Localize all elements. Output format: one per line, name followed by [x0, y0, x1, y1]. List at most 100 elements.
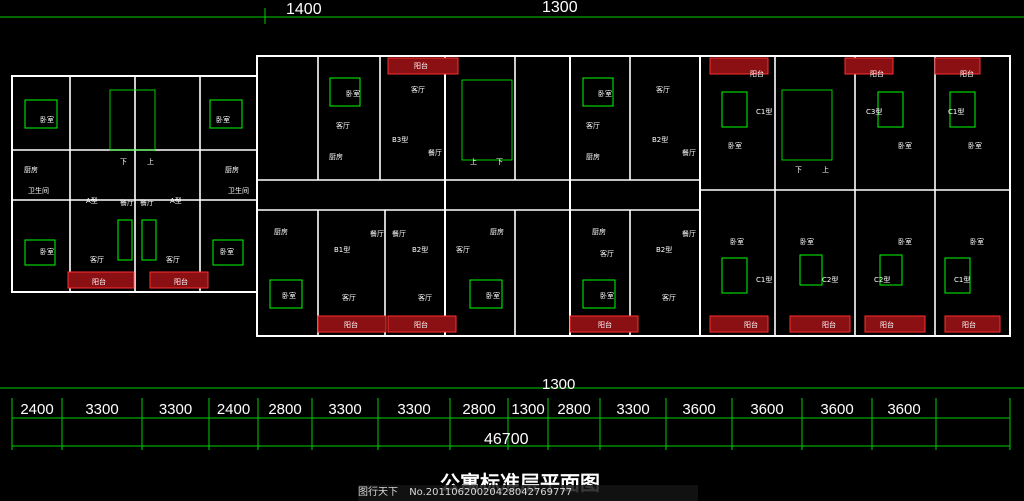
unit-type-label: B3型: [392, 135, 408, 144]
top-dim-1: 1400: [286, 1, 322, 18]
room-label: 卧室: [898, 237, 912, 246]
room-label: 餐厅: [120, 198, 134, 207]
unit-type-label: C2型: [874, 275, 890, 284]
room-label: 卧室: [346, 89, 360, 98]
dimension-label: 3300: [397, 401, 430, 418]
unit-type-label: B2型: [652, 135, 668, 144]
dimension-label: 2400: [20, 401, 53, 418]
watermark-id: No.20110620020428042769777: [409, 487, 573, 498]
dimension-label: 3600: [887, 401, 920, 418]
unit-type-label: A型: [86, 196, 98, 205]
room-label: 阳台: [880, 320, 894, 329]
room-label: 阳台: [414, 61, 428, 70]
watermark-site: 图行天下: [358, 487, 398, 498]
stair-label: 上: [147, 157, 154, 166]
room-label: 阳台: [962, 320, 976, 329]
room-label: 厨房: [592, 227, 606, 236]
room-label: 客厅: [586, 121, 600, 130]
room-label: 餐厅: [392, 229, 406, 238]
bottom-dim-labels: 2400 3300 3300 2400 2800 3300 3300 2800 1300 2800…: [20, 401, 920, 418]
room-label: 卧室: [600, 291, 614, 300]
unit-type-label: C1型: [948, 107, 964, 116]
middle-dim: 1300: [542, 376, 575, 393]
room-label: 客厅: [418, 293, 432, 302]
room-label: 餐厅: [140, 198, 154, 207]
room-label: 卧室: [968, 141, 982, 150]
room-label: 卧室: [282, 291, 296, 300]
top-dim-2: 1300: [542, 0, 578, 16]
room-label: 阳台: [92, 277, 106, 286]
room-label: 卧室: [598, 89, 612, 98]
dimension-label: 3600: [750, 401, 783, 418]
unit-type-label: A型: [170, 196, 182, 205]
dimension-label: 3300: [159, 401, 192, 418]
room-label: 卧室: [728, 141, 742, 150]
room-label: 阳台: [414, 320, 428, 329]
room-label: 阳台: [174, 277, 188, 286]
unit-type-label: C1型: [756, 107, 772, 116]
room-label: 卧室: [970, 237, 984, 246]
dimension-label: 3600: [682, 401, 715, 418]
room-label: 餐厅: [428, 148, 442, 157]
room-label: 阳台: [750, 69, 764, 78]
stair-label: 上: [470, 157, 477, 166]
bottom-dimension-lines: [0, 387, 1024, 450]
unit-type-label: C2型: [822, 275, 838, 284]
room-label: 卧室: [40, 115, 54, 124]
dimension-label: 2800: [462, 401, 495, 418]
room-label: 餐厅: [682, 148, 696, 157]
stairwells: [109, 79, 833, 161]
dimension-label: 2800: [268, 401, 301, 418]
room-label: 卧室: [898, 141, 912, 150]
stair-label: 上: [822, 165, 829, 174]
room-label: 客厅: [90, 255, 104, 264]
dimension-label: 3300: [616, 401, 649, 418]
room-label: 厨房: [329, 152, 343, 161]
furniture: [24, 77, 976, 309]
unit-type-label: B2型: [656, 245, 672, 254]
room-label: 厨房: [586, 152, 600, 161]
unit-type-label: C1型: [954, 275, 970, 284]
room-label: 厨房: [225, 165, 239, 174]
room-labels: 卧室 卧室 厨房 厨房 卫生间 卫生间 A型 A型 餐厅 餐厅 卧室 卧室 客厅…: [24, 61, 984, 329]
unit-type-label: B1型: [334, 245, 350, 254]
room-label: 餐厅: [682, 229, 696, 238]
room-label: 阳台: [960, 69, 974, 78]
room-label: 卫生间: [228, 186, 249, 195]
room-label: 卧室: [216, 115, 230, 124]
room-label: 客厅: [662, 293, 676, 302]
stair-label: 下: [496, 158, 503, 166]
unit-type-label: C3型: [866, 107, 882, 116]
stair-label: 下: [795, 166, 802, 174]
room-label: 阳台: [870, 69, 884, 78]
room-label: 客厅: [166, 255, 180, 264]
room-label: 厨房: [490, 227, 504, 236]
room-label: 阳台: [822, 320, 836, 329]
unit-type-label: C1型: [756, 275, 772, 284]
room-label: 卫生间: [28, 186, 49, 195]
room-label: 阳台: [344, 320, 358, 329]
stair-label: 下: [120, 158, 127, 166]
total-dim: 46700: [484, 431, 529, 448]
dimension-label: 1300: [511, 401, 544, 418]
room-label: 餐厅: [370, 229, 384, 238]
room-label: 客厅: [411, 85, 425, 94]
unit-type-label: B2型: [412, 245, 428, 254]
dimension-label: 3300: [328, 401, 361, 418]
room-label: 卧室: [730, 237, 744, 246]
room-label: 卧室: [40, 247, 54, 256]
room-label: 客厅: [342, 293, 356, 302]
balconies: [67, 57, 1001, 333]
dimension-label: 3600: [820, 401, 853, 418]
room-label: 客厅: [456, 245, 470, 254]
dimension-label: 2400: [217, 401, 250, 418]
room-label: 阳台: [598, 320, 612, 329]
dimension-label: 2800: [557, 401, 590, 418]
room-label: 厨房: [274, 227, 288, 236]
room-label: 卧室: [220, 247, 234, 256]
room-label: 客厅: [600, 249, 614, 258]
dimension-label: 3300: [85, 401, 118, 418]
room-label: 客厅: [336, 121, 350, 130]
room-label: 客厅: [656, 85, 670, 94]
